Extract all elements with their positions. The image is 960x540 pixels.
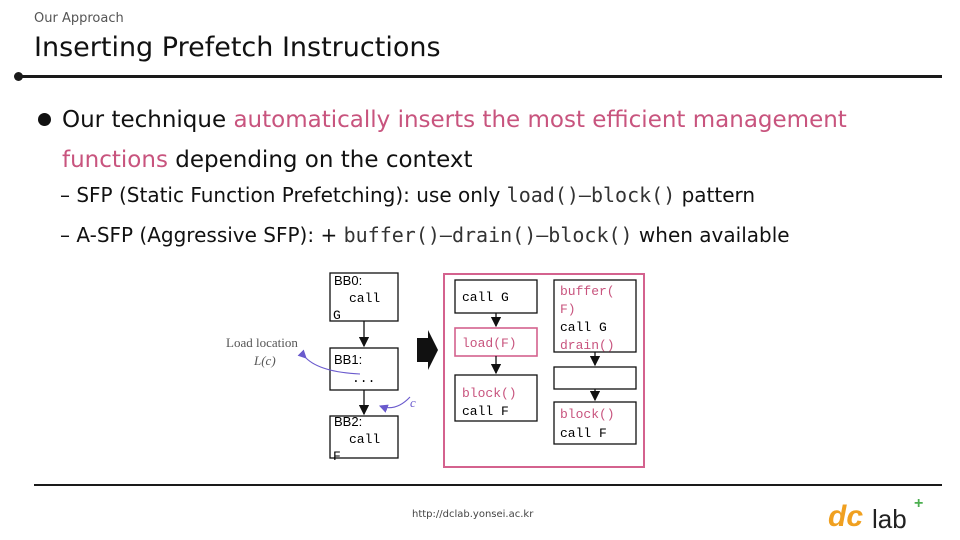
- bullet-highlight-1: automatically inserts the most efficient…: [233, 107, 847, 133]
- cfg-bb2-code2: F: [333, 449, 341, 464]
- asfp-empty-box: [553, 366, 637, 390]
- asfp-buffer-text-2: F): [560, 302, 576, 317]
- sub-dash: –: [60, 223, 70, 247]
- edge-c-label: c: [410, 395, 416, 410]
- logo-plus-icon: +: [914, 495, 923, 512]
- cfg-bb1-label: BB1:: [334, 352, 362, 367]
- asfp-drain-text: drain(): [560, 338, 615, 353]
- title-rule: [18, 75, 942, 78]
- sub-bullet-asfp: – A-SFP (Aggressive SFP): + buffer()–dra…: [60, 223, 790, 247]
- asfp-buffer-text-1: buffer(: [560, 284, 615, 299]
- cfg-bb2-label: BB2:: [334, 414, 362, 429]
- page-title: Inserting Prefetch Instructions: [34, 32, 441, 63]
- footer-rule: [34, 484, 942, 486]
- cfg-bb0-code2: G: [333, 308, 341, 323]
- footer-url: http://dclab.yonsei.ac.kr: [412, 509, 534, 520]
- sfp-callg-text: call G: [462, 290, 509, 305]
- breadcrumb: Our Approach: [34, 11, 124, 26]
- logo-lab: lab: [872, 504, 907, 534]
- load-location-math: L(c): [253, 353, 276, 368]
- cfg-bb0-code1: call: [349, 291, 380, 306]
- asfp-blockf-box: [553, 401, 637, 445]
- bullet-highlight-2: functions: [62, 147, 168, 173]
- asfp-callg-text: call G: [560, 320, 607, 335]
- sfp-block-text: block(): [462, 386, 517, 401]
- sfp-callf-text: call F: [462, 404, 509, 419]
- load-location-pointer: [297, 349, 361, 375]
- transform-arrow-icon: [417, 330, 438, 370]
- bullet-pre: Our technique: [62, 107, 234, 133]
- asfp-block-text: block(): [560, 407, 615, 422]
- bullet-dot-icon: [38, 113, 51, 126]
- cfg-bb1-code: ...: [352, 371, 375, 386]
- cfg-bb2-code1: call: [349, 432, 380, 447]
- cfg-bb0-label: BB0:: [334, 273, 362, 288]
- sfp-load-text: load(F): [462, 336, 517, 351]
- main-bullet: Our technique automatically inserts the …: [38, 100, 928, 180]
- asfp-callf-text: call F: [560, 426, 607, 441]
- sub-text: A-SFP (Aggressive SFP): +: [76, 223, 344, 247]
- sub-dash: –: [60, 183, 70, 207]
- bullet-post: depending on the context: [167, 147, 473, 173]
- main-bullet-text: Our technique automatically inserts the …: [38, 100, 928, 180]
- sub-text: SFP (Static Function Prefetching): use o…: [76, 183, 507, 207]
- sub-suffix: pattern: [675, 183, 756, 207]
- sfp-container: [443, 273, 645, 468]
- logo-dc: dc: [828, 500, 863, 533]
- sub-bullet-sfp: – SFP (Static Function Prefetching): use…: [60, 183, 755, 207]
- cfg-bb2-box: [329, 415, 399, 459]
- edge-c-pointer: [378, 396, 411, 413]
- load-location-label: Load location: [226, 335, 298, 350]
- dclab-logo: dc lab +: [828, 495, 923, 534]
- sub-code: load()–block(): [506, 183, 676, 207]
- sfp-blockf-box: [454, 374, 538, 422]
- sub-code: buffer()–drain()–block(): [343, 223, 633, 247]
- sub-suffix: when available: [632, 223, 790, 247]
